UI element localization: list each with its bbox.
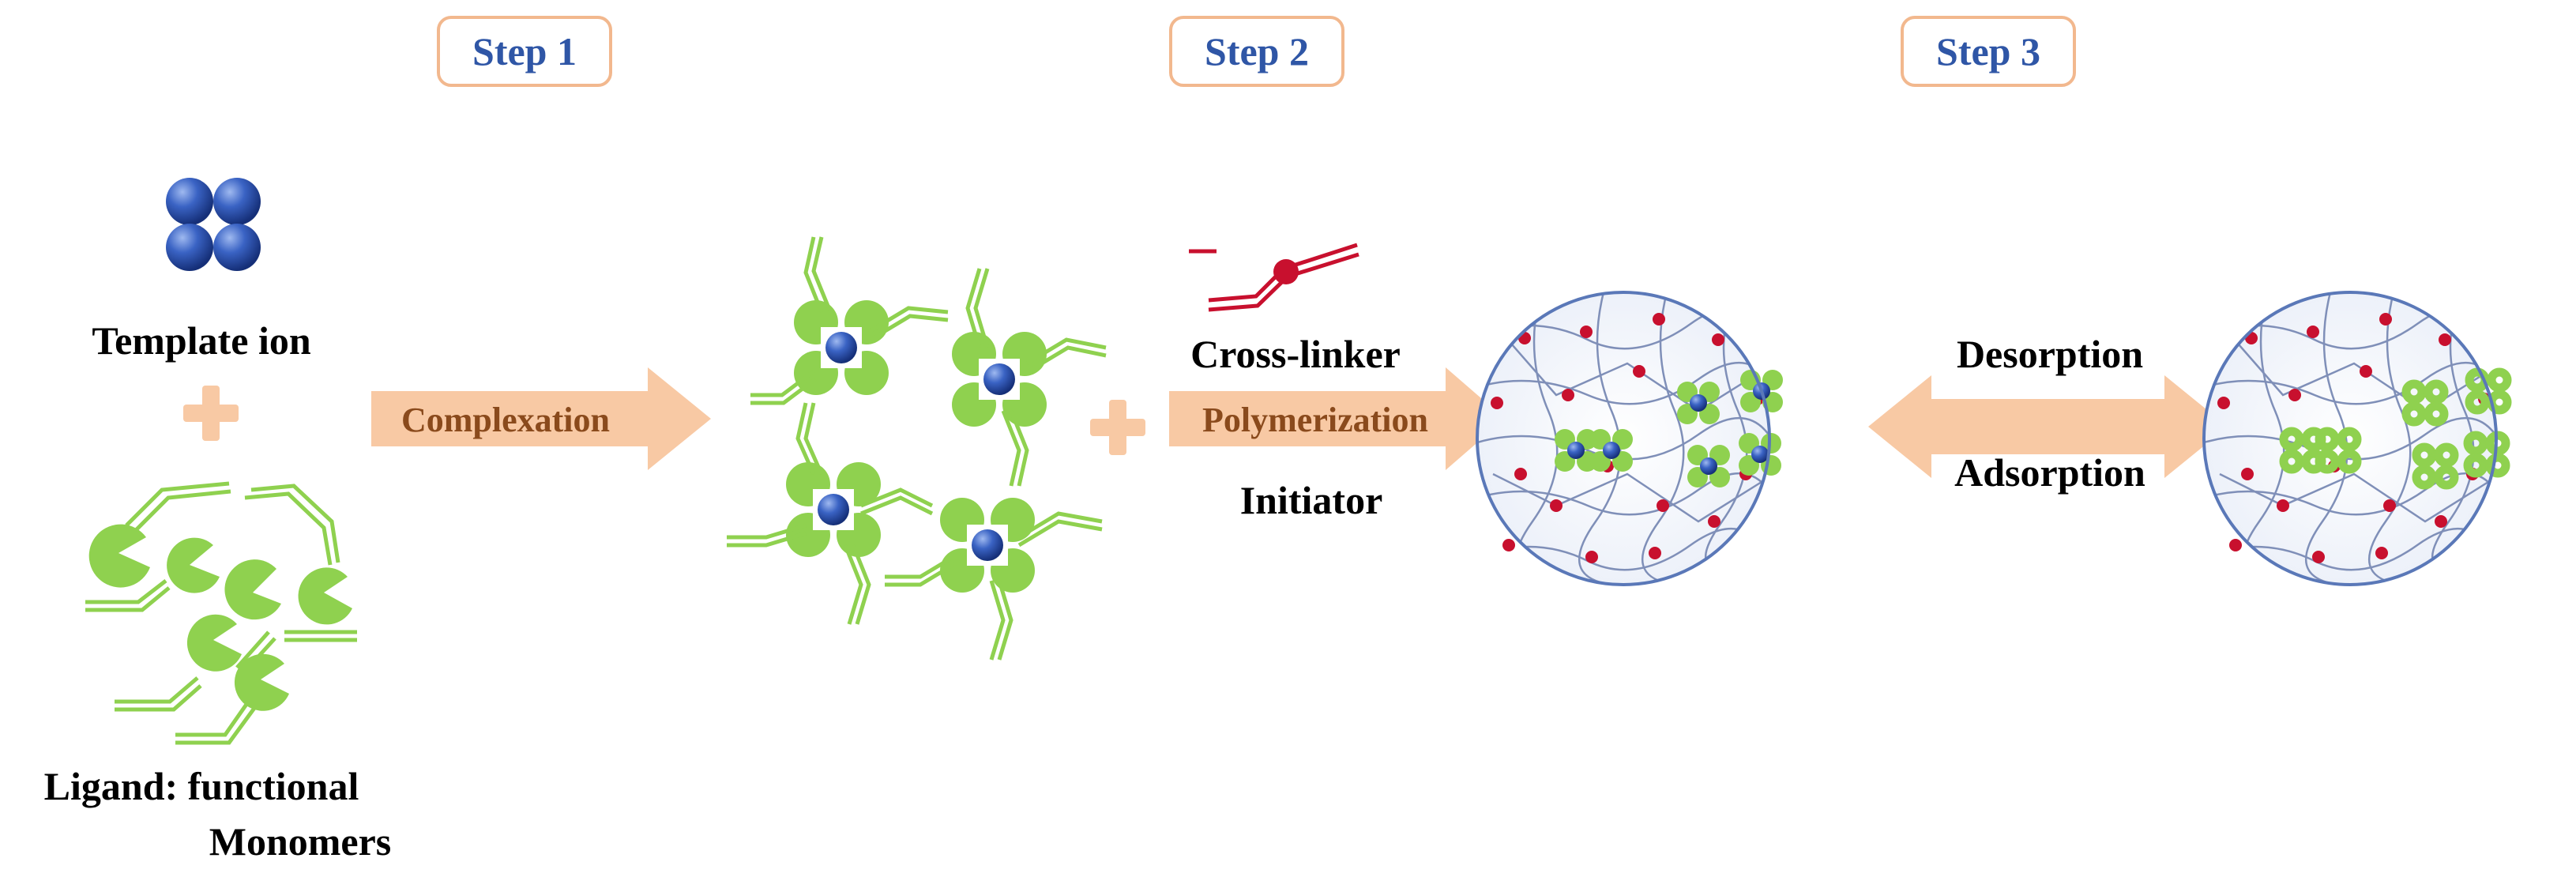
plus-icon-2 bbox=[1090, 400, 1145, 455]
monomer-pacman-group bbox=[88, 524, 352, 711]
cross-linker-label: Cross-linker bbox=[1190, 332, 1401, 376]
functional-monomers-icon bbox=[85, 481, 357, 745]
step-2-box: Step 2 bbox=[1169, 16, 1344, 87]
template-ion-icon bbox=[166, 178, 261, 271]
complex-vinyl-arms bbox=[727, 236, 1107, 661]
polymerization-arrow: Polymerization bbox=[1169, 367, 1505, 470]
complexation-arrow: Complexation bbox=[371, 367, 711, 470]
ligand-label-line2: Monomers bbox=[209, 819, 392, 864]
template-ion-label: Template ion bbox=[92, 318, 311, 363]
ligand-label-line1: Ligand: functional bbox=[44, 764, 359, 808]
step-1-box: Step 1 bbox=[437, 16, 612, 87]
complexation-label: Complexation bbox=[401, 401, 610, 439]
step-2-label: Step 2 bbox=[1205, 29, 1309, 73]
polymerization-label: Polymerization bbox=[1202, 401, 1428, 439]
template-complexes bbox=[786, 300, 1047, 593]
cross-linker-icon bbox=[1189, 243, 1359, 312]
desorption-adsorption-arrow bbox=[1868, 375, 2228, 478]
step-3-box: Step 3 bbox=[1901, 16, 2076, 87]
imprinted-polymer-cavities bbox=[2202, 291, 2512, 586]
step-3-label: Step 3 bbox=[1936, 29, 2040, 73]
imprinted-polymer-with-template bbox=[1476, 291, 1783, 586]
plus-icon bbox=[183, 386, 239, 441]
adsorption-label: Adsorption bbox=[1954, 450, 2145, 495]
step-1-label: Step 1 bbox=[472, 29, 577, 73]
desorption-label: Desorption bbox=[1957, 332, 2143, 376]
initiator-label: Initiator bbox=[1240, 478, 1383, 522]
